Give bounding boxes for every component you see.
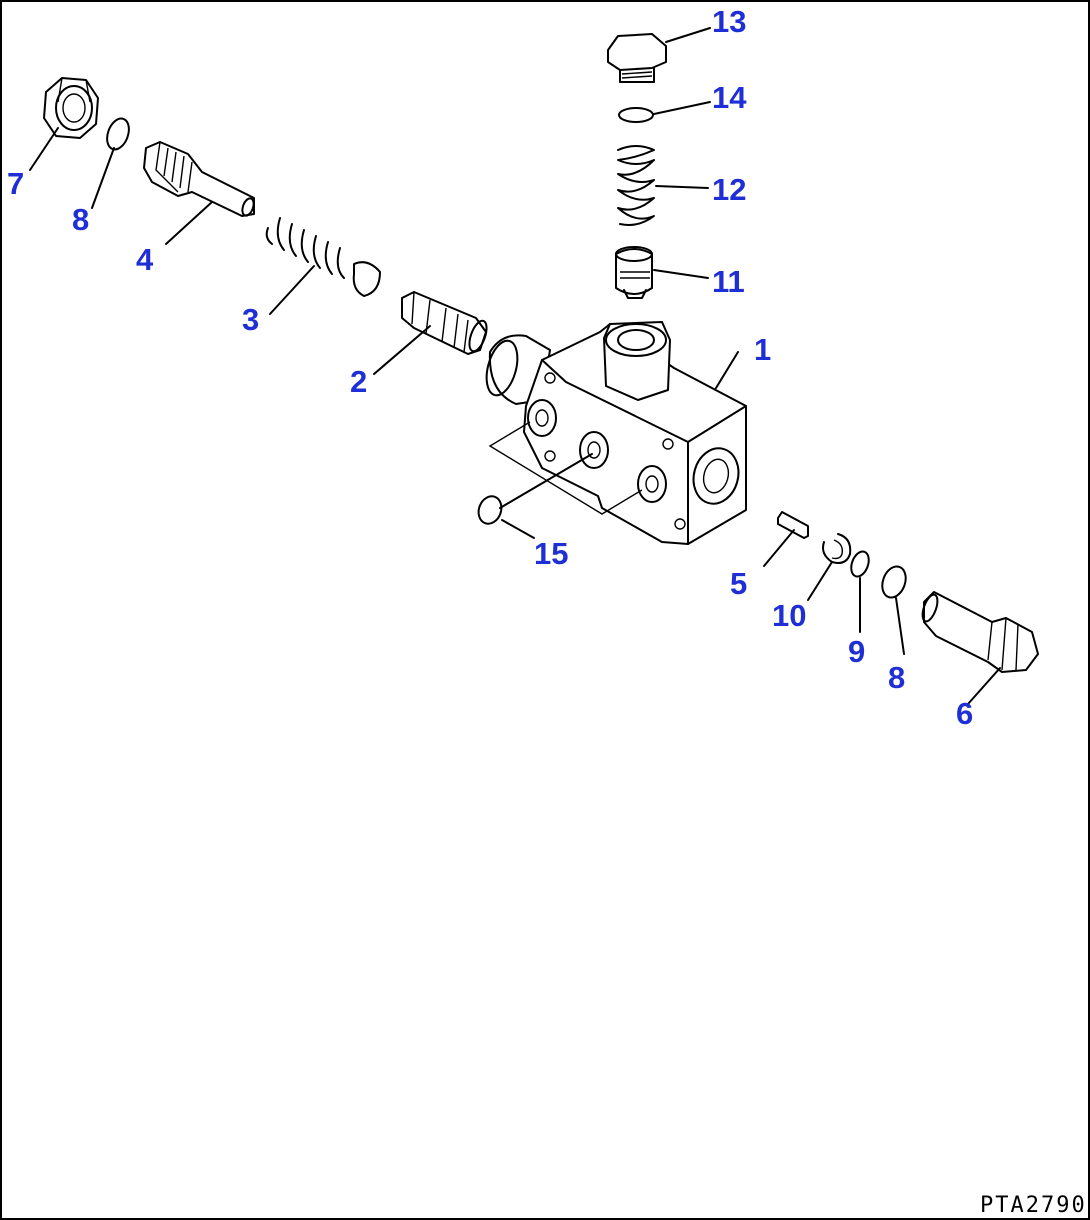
part-11-valve	[615, 246, 653, 299]
callout-14: 14	[712, 80, 747, 115]
part-4-screw	[143, 141, 255, 217]
callout-5: 5	[730, 566, 747, 601]
part-13-plug	[607, 33, 667, 83]
callout-10: 10	[772, 598, 806, 633]
callout-12: 12	[712, 172, 746, 207]
callout-3: 3	[242, 302, 259, 337]
part-15-plug	[477, 495, 503, 525]
part-10-snap-ring	[822, 533, 852, 564]
part-8-o-ring-right	[881, 565, 907, 599]
callout-4: 4	[136, 242, 154, 277]
callout-15: 15	[534, 536, 568, 571]
callout-1: 1	[754, 332, 771, 367]
callout-9: 9	[848, 634, 865, 669]
part-1-valve-body	[485, 321, 747, 545]
leader-lines	[29, 27, 1001, 705]
callout-6: 6	[956, 696, 973, 731]
part-12-spring	[617, 145, 655, 226]
callout-2: 2	[350, 364, 367, 399]
part-8-o-ring-left	[106, 117, 130, 151]
callout-8-left: 8	[72, 202, 89, 237]
callout-11: 11	[712, 264, 745, 299]
part-3-spring	[265, 217, 381, 297]
part-9-ring	[850, 550, 870, 578]
drawing-reference: PTA2790	[980, 1193, 1087, 1218]
part-14-o-ring	[618, 107, 654, 123]
part-6-plug-screw	[921, 591, 1039, 673]
callout-8-right: 8	[888, 660, 905, 695]
callout-labels: 1 2 3 4 5 6 7 8 8 9 10 11 12 13 14 15	[7, 4, 973, 731]
part-2-spool	[401, 291, 488, 355]
part-7-nut	[43, 77, 99, 139]
callout-7: 7	[7, 166, 24, 201]
callout-13: 13	[712, 4, 746, 39]
part-5-pin	[777, 511, 809, 539]
